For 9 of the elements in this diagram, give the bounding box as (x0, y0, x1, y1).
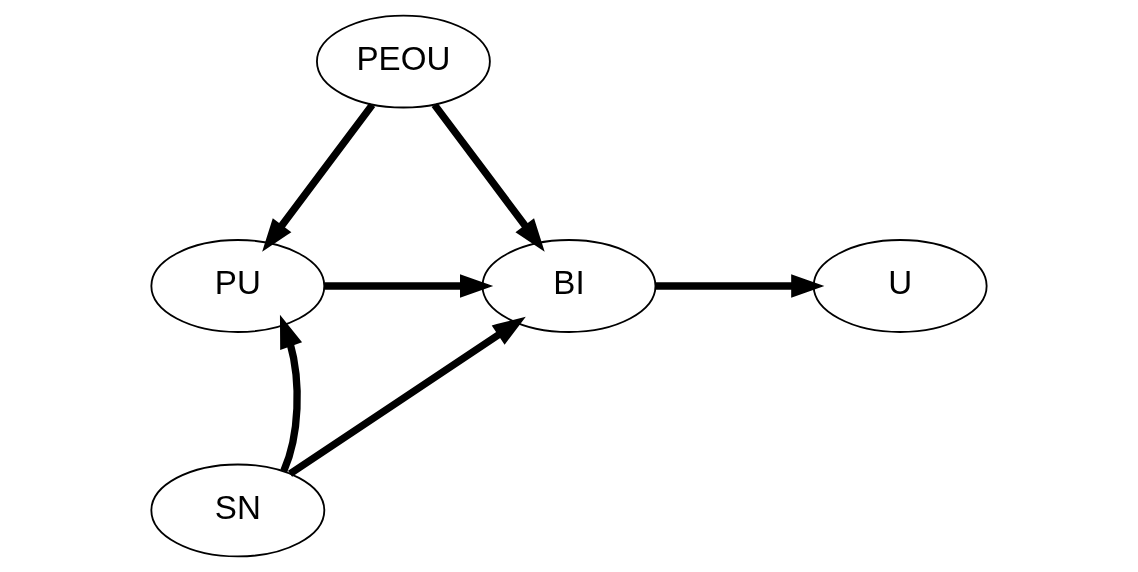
arrow (279, 314, 303, 473)
node-ellipse: PU (150, 239, 326, 333)
arrow (288, 316, 526, 477)
node-ellipse: PEOU (316, 14, 491, 109)
node-ellipse: BI (481, 239, 657, 333)
arrow (431, 102, 545, 252)
arrow (262, 102, 376, 252)
node-ellipse: U (812, 239, 988, 333)
node-ellipse: SN (150, 463, 326, 558)
